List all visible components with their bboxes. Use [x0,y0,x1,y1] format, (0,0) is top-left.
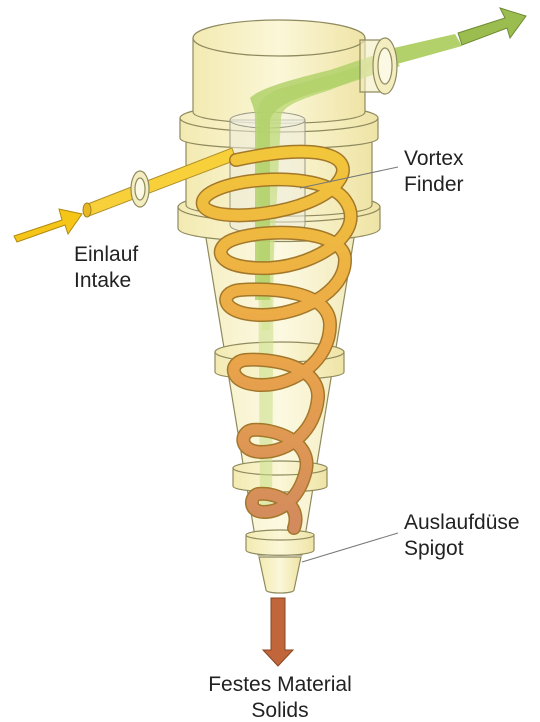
intake-label-line2: Intake [74,268,138,294]
solids-label-line1: Festes Material [180,672,380,698]
solids-label: Festes Material Solids [180,672,380,722]
spigot-label: Auslaufdüse Spigot [404,510,520,562]
intake-flange [131,171,149,207]
spigot-label-line1: Auslaufdüse [404,510,520,536]
intake-label-line1: Einlauf [74,242,138,268]
intake-label: Einlauf Intake [74,242,138,294]
spigot-label-line2: Spigot [404,536,520,562]
overflow-arrow [458,8,526,45]
vortex-finder-label: Vortex Finder [404,146,464,198]
spigot-leader [302,533,398,562]
solids-label-line2: Solids [180,698,380,722]
solids-arrow [263,598,293,666]
vortex-finder-label-line2: Finder [404,172,464,198]
overflow-pipe-flange [360,38,397,94]
intake-arrow [14,209,82,242]
vortex-finder-label-line1: Vortex [404,146,464,172]
